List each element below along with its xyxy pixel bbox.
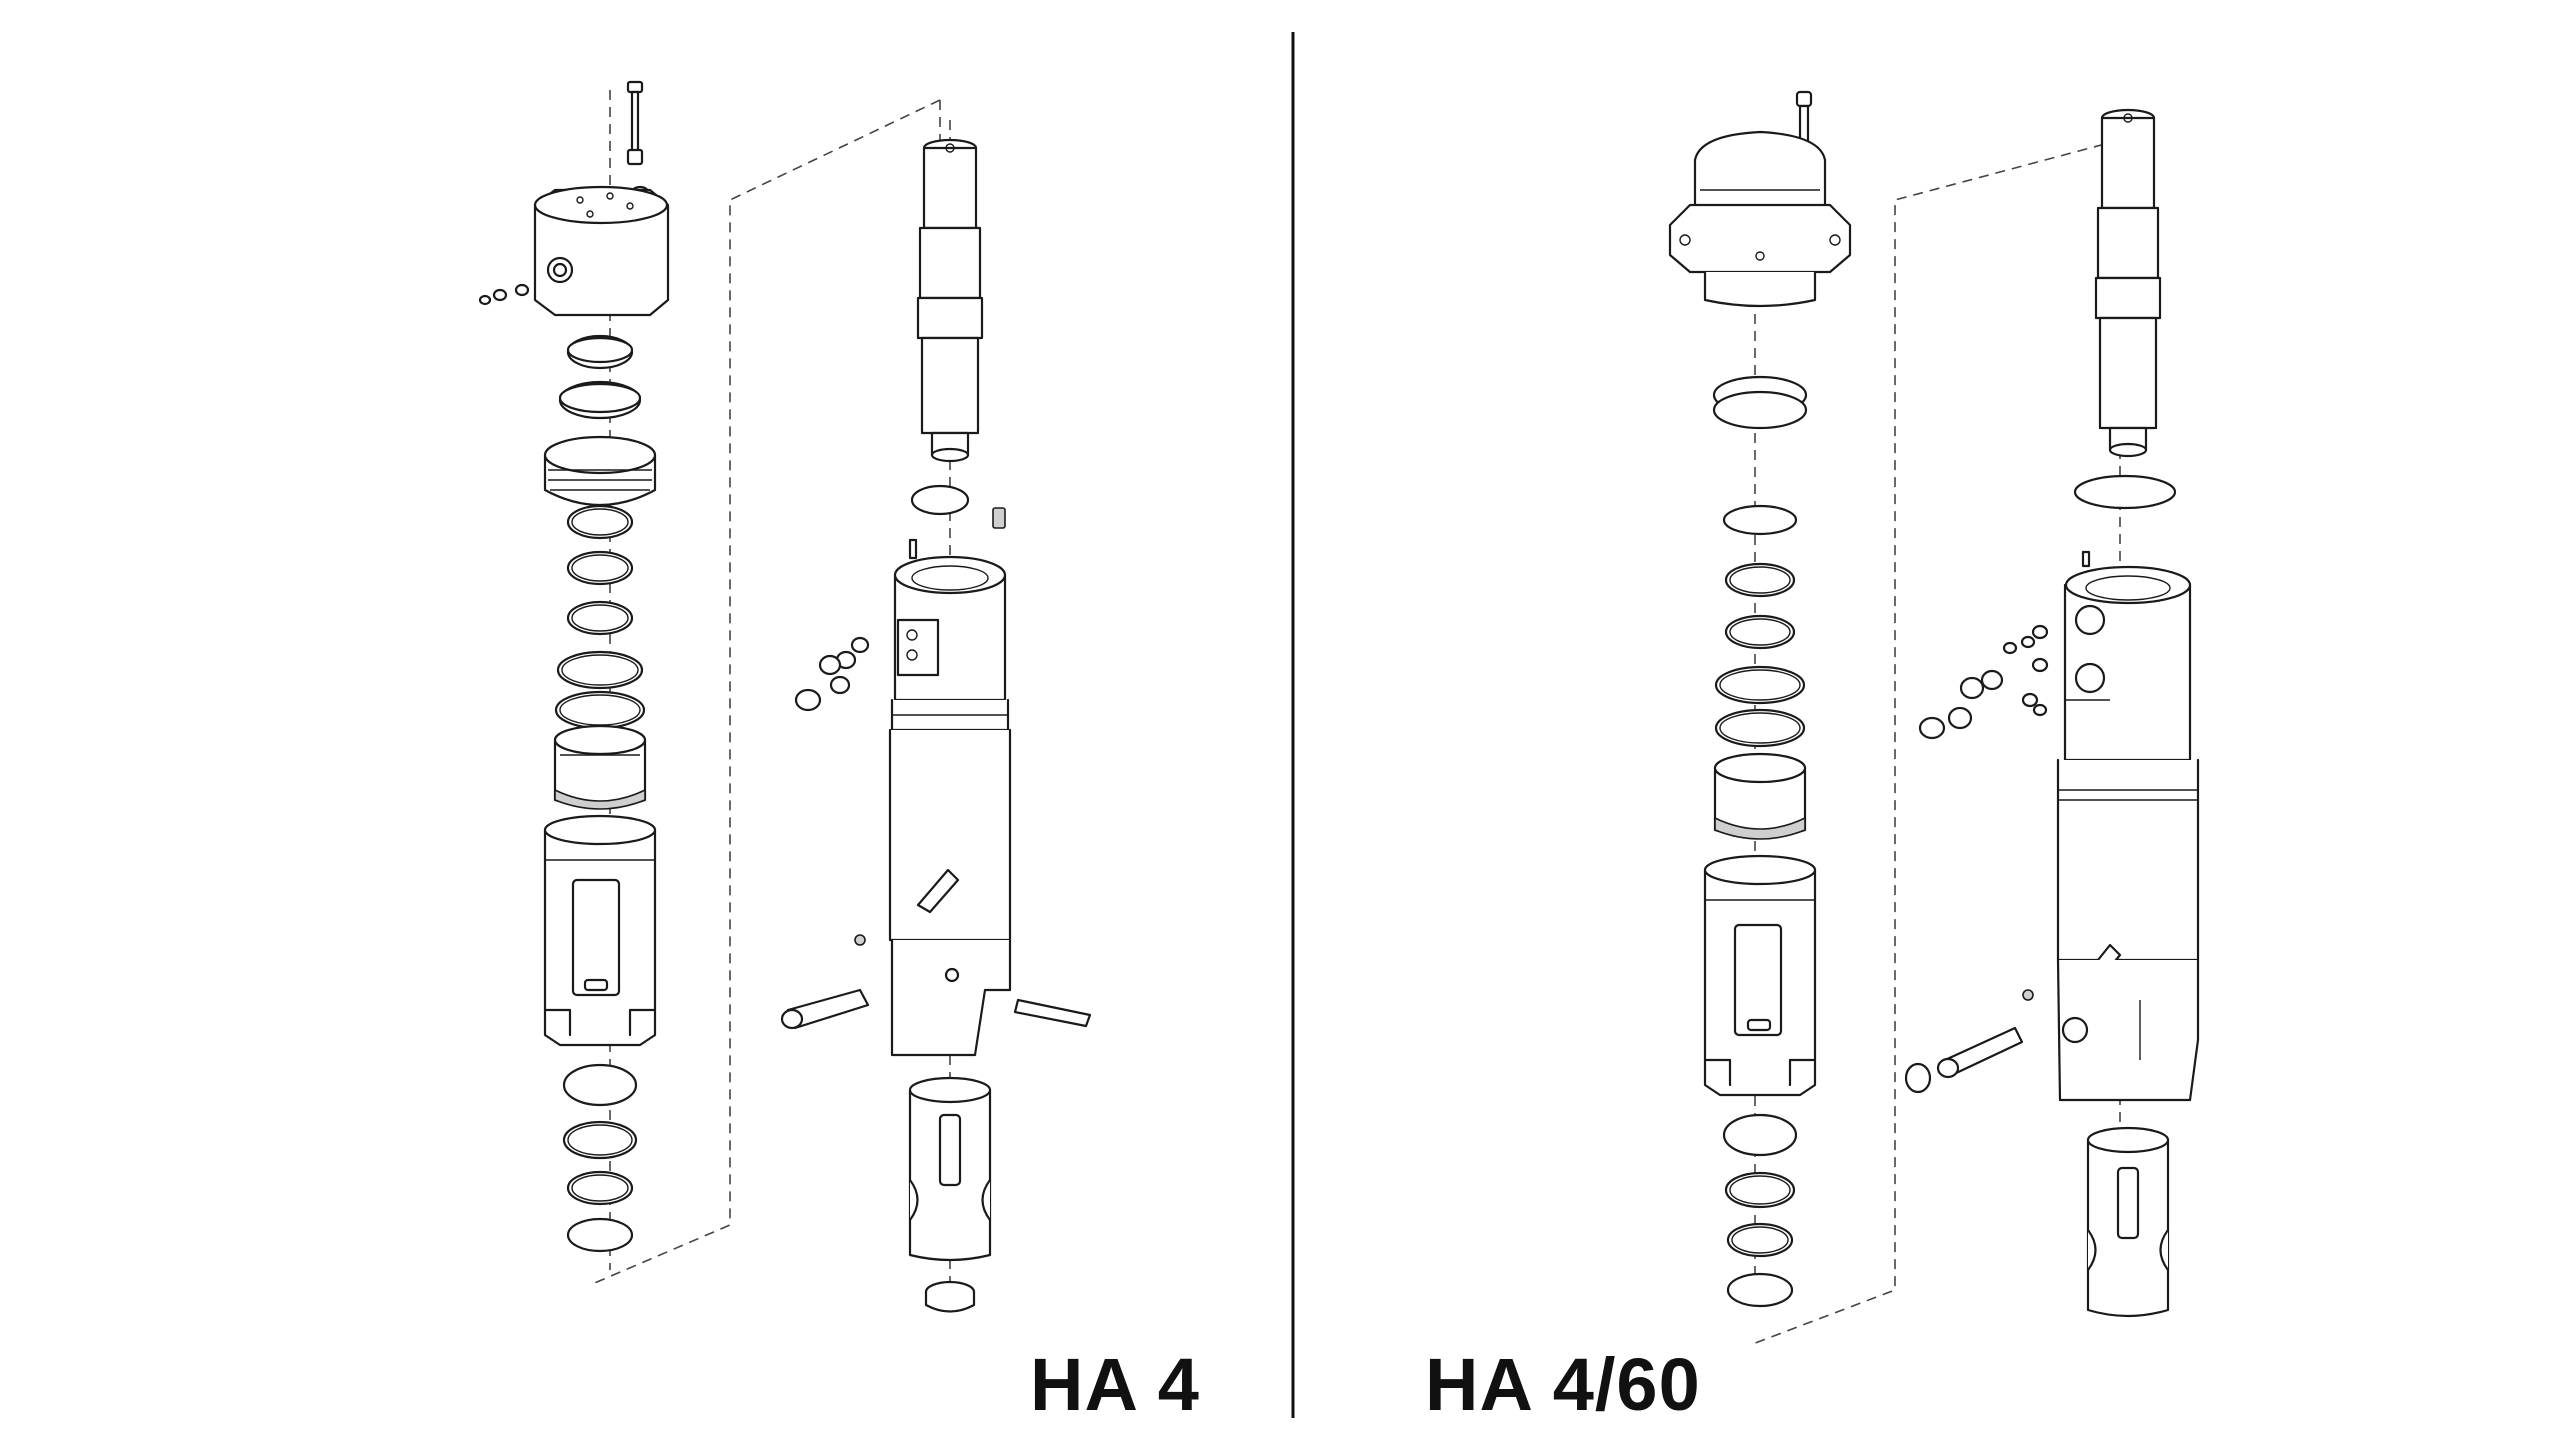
ha4-top-bolt	[626, 80, 650, 199]
ha4-head-block	[478, 185, 670, 317]
ha460-model-label: HA 4/60	[1425, 1343, 1701, 1426]
ha4-end-cap	[924, 1280, 976, 1313]
ha4-retaining-pins	[780, 934, 1092, 1030]
ha460-piston-rod	[2094, 108, 2162, 458]
ha460-retaining-pin	[1904, 989, 2034, 1094]
ha4-front-sleeve	[908, 1076, 992, 1262]
ha4-main-housing	[888, 555, 1012, 1057]
ha460-assembly	[1668, 90, 2200, 1346]
ha460-slotted-bushing	[1713, 752, 1807, 840]
ha4-model-label: HA 4	[1030, 1343, 1200, 1426]
ha4-slotted-bushing	[553, 724, 647, 810]
ha460-seal-rings-upper	[1712, 375, 1808, 748]
ha4-seal-rings-upper	[558, 334, 642, 420]
ha4-assembly	[478, 80, 1092, 1313]
ha460-seal-rings-lower	[1722, 1113, 1798, 1308]
ha460-dome-head	[1668, 130, 1852, 308]
ha4-seal-rings-lower	[562, 1063, 638, 1253]
ha4-cylinder-sleeve	[543, 814, 657, 1047]
ha460-side-fittings	[1918, 624, 2049, 740]
ha460-front-sleeve	[2086, 1126, 2170, 1318]
ha4-side-fittings	[794, 636, 870, 712]
ha4-o-rings-middle	[554, 504, 646, 730]
ha460-housing-seal-ring	[2073, 474, 2177, 568]
ha4-piston-rod	[916, 138, 984, 463]
ha460-cylinder-sleeve	[1703, 854, 1817, 1097]
ha460-main-housing	[2056, 565, 2200, 1102]
ha4-housing-seal-ring	[908, 484, 1006, 560]
ha4-threaded-nut	[543, 435, 657, 506]
ha460-assembly-guide-line	[1749, 139, 2121, 1346]
